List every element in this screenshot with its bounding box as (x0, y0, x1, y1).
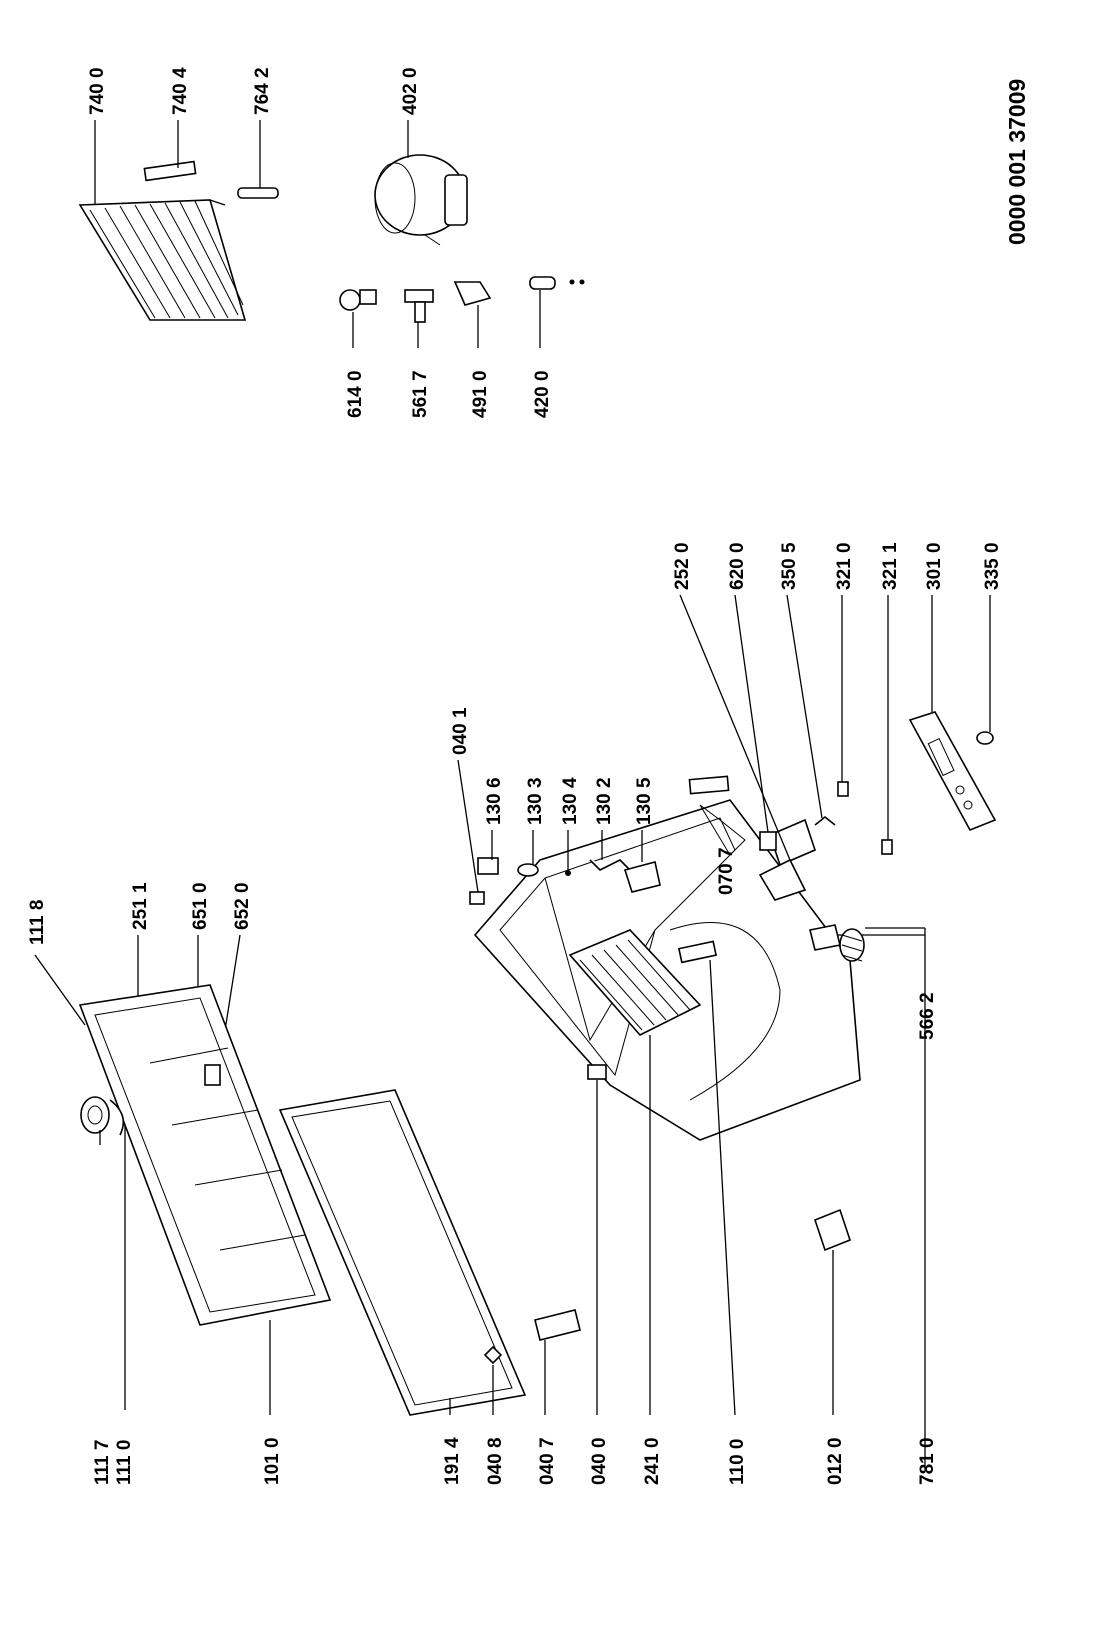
label-420-0: 420 0 (532, 370, 553, 418)
label-740-0: 740 0 (87, 67, 108, 115)
grille-part (688, 775, 730, 795)
label-491-0: 491 0 (470, 370, 491, 418)
label-110-0: 110 0 (727, 1439, 748, 1486)
overload-protector (404, 289, 434, 323)
label-620-0: 620 0 (727, 542, 748, 590)
label-111-8: 111 8 (27, 900, 48, 945)
label-191-4: 191 4 (442, 1437, 463, 1485)
label-130-2: 130 2 (594, 777, 615, 825)
label-252-0: 252 0 (672, 542, 693, 590)
hinge-part (469, 891, 485, 905)
label-651-0: 651 0 (190, 882, 211, 930)
floor-bracket (814, 1208, 851, 1252)
label-101-0: 101 0 (262, 1437, 283, 1485)
hinge-cabinet (587, 1064, 607, 1080)
compressor (374, 154, 468, 246)
label-614-0: 614 0 (345, 370, 366, 418)
label-241-0: 241 0 (642, 1437, 663, 1485)
control-block (758, 818, 816, 901)
basket-divider (677, 940, 718, 964)
label-012-0: 012 0 (825, 1437, 846, 1485)
label-130-6: 130 6 (484, 777, 505, 825)
thermostat-spring (839, 928, 865, 962)
label-566-2: 566 2 (917, 992, 938, 1040)
label-130-5: 130 5 (634, 777, 655, 825)
freezer-lid (78, 984, 332, 1326)
clip-part (814, 815, 836, 826)
label-652-0: 652 0 (232, 882, 253, 930)
label-040-8: 040 8 (485, 1437, 506, 1485)
cam-part (517, 863, 539, 877)
capacitor-clip (529, 276, 585, 290)
control-panel (908, 711, 997, 832)
label-321-0: 321 0 (834, 542, 855, 590)
bracket-part (143, 160, 197, 182)
filter-drier (237, 187, 279, 199)
label-781-0: 781 0 (917, 1437, 938, 1485)
lid-gasket (278, 1089, 527, 1416)
lamp-switch (759, 831, 777, 851)
label-040-1: 040 1 (450, 707, 471, 755)
indicator-lens (837, 781, 849, 797)
label-561-7: 561 7 (410, 370, 431, 418)
indicator-lens-2 (881, 839, 893, 855)
label-402-0: 402 0 (400, 67, 421, 115)
small-nut (565, 870, 571, 876)
condenser-coil (78, 199, 247, 321)
label-111-7: 111 7 (92, 1440, 113, 1485)
label-130-4: 130 4 (560, 777, 581, 825)
label-070-7: 070 7 (716, 847, 737, 895)
label-740-4: 740 4 (170, 67, 191, 115)
label-040-0: 040 0 (589, 1437, 610, 1485)
document-code: 0000 001 37009 (1004, 79, 1030, 245)
label-111-0: 111 0 (114, 1440, 135, 1485)
thermostat-housing (623, 861, 661, 893)
terminal-cover (453, 281, 492, 306)
label-301-0: 301 0 (924, 542, 945, 590)
label-130-3: 130 3 (525, 777, 546, 825)
label-321-1: 321 1 (880, 542, 901, 590)
wire-basket (568, 929, 702, 1036)
label-350-5: 350 5 (779, 542, 800, 590)
starter-relay (339, 289, 377, 311)
hinge-pin (483, 1345, 503, 1365)
label-335-0: 335 0 (982, 542, 1003, 590)
hinge-bracket (534, 1309, 581, 1341)
thermostat-knob (477, 857, 499, 875)
thermostat-sensor (589, 859, 631, 871)
thermostat-knob-small (976, 731, 994, 745)
label-040-7: 040 7 (537, 1437, 558, 1485)
lid-knob (80, 1096, 125, 1136)
label-251-1: 251 1 (130, 882, 151, 930)
label-764-2: 764 2 (252, 67, 273, 115)
